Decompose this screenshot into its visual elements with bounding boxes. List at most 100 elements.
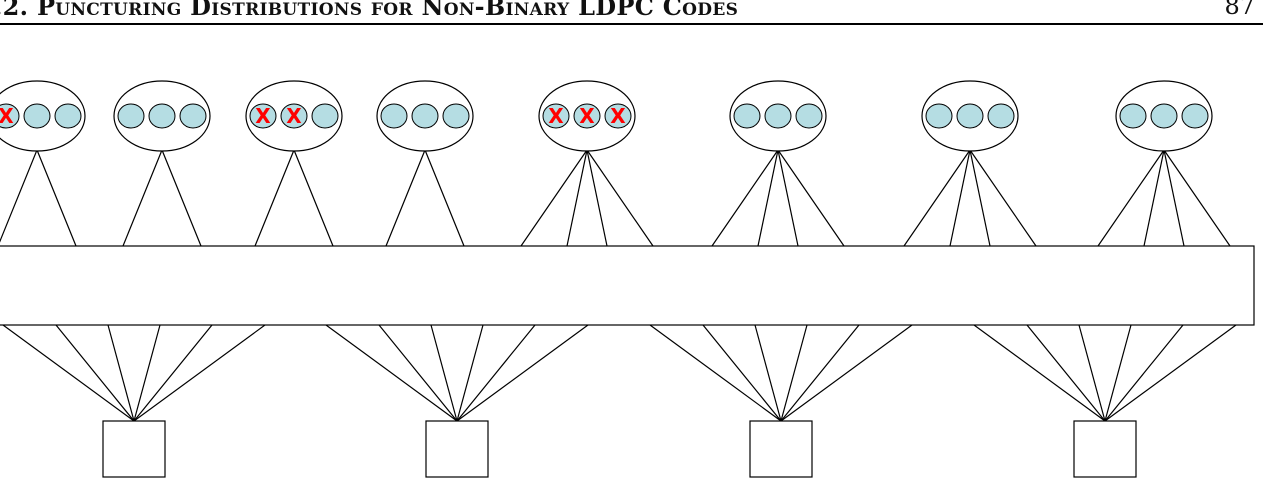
check-edge [780, 324, 860, 422]
check-node [1073, 420, 1137, 478]
symbol-edge [1143, 149, 1165, 247]
check-edge [1104, 324, 1132, 422]
bit-node [411, 103, 439, 129]
check-edge [649, 324, 782, 422]
check-edge [325, 324, 458, 422]
punctured-bit [280, 103, 308, 129]
symbol-edge [711, 149, 779, 247]
symbol-node [729, 80, 827, 152]
check-edge [2, 324, 135, 422]
bit-node [179, 103, 207, 129]
check-edge [780, 324, 913, 422]
check-edge [107, 324, 135, 422]
symbol-edge [586, 149, 654, 247]
bit-node [442, 103, 470, 129]
bit-node [23, 103, 51, 129]
symbol-edge [520, 149, 588, 247]
check-edge [133, 324, 161, 422]
puncture-mark: X [286, 104, 302, 128]
symbol-node [1115, 80, 1213, 152]
bit-node [987, 103, 1015, 129]
symbol-edge [36, 149, 77, 247]
symbol-edge [903, 149, 971, 247]
symbol-edge [1097, 149, 1165, 247]
bit-node [1119, 103, 1147, 129]
symbol-edge [949, 149, 971, 247]
bit-node [1150, 103, 1178, 129]
bit-node [956, 103, 984, 129]
symbol-edge [293, 149, 334, 247]
section-title: .2. Puncturing Distributions for Non-Bin… [0, 0, 739, 21]
symbol-node [376, 80, 474, 152]
punctured-bit [604, 103, 632, 129]
check-node [425, 420, 489, 478]
punctured-bit [0, 103, 20, 129]
check-edge [1104, 324, 1184, 422]
check-edge [1026, 324, 1106, 422]
symbol-edge [757, 149, 779, 247]
puncture-mark: X [579, 104, 595, 128]
punctured-bit [249, 103, 277, 129]
bit-node [795, 103, 823, 129]
bit-node [1181, 103, 1209, 129]
symbol-edge [969, 149, 991, 247]
bit-node [733, 103, 761, 129]
symbol-edge [1163, 149, 1185, 247]
check-edge [133, 324, 266, 422]
bit-node [764, 103, 792, 129]
check-edge [430, 324, 458, 422]
symbol-edges [0, 149, 1231, 247]
interleaver-box [0, 245, 1255, 326]
check-edge [1078, 324, 1106, 422]
punctured-bit [542, 103, 570, 129]
check-nodes [102, 420, 1137, 478]
symbol-edge [385, 149, 426, 247]
symbol-edge [777, 149, 799, 247]
symbol-edge [969, 149, 1037, 247]
symbol-edge [122, 149, 163, 247]
check-edge [456, 324, 589, 422]
symbol-node [921, 80, 1019, 152]
check-edge [780, 324, 808, 422]
check-edge [754, 324, 782, 422]
puncture-mark: X [548, 104, 564, 128]
check-edge [456, 324, 484, 422]
puncture-mark: X [0, 104, 14, 128]
check-edge [133, 324, 213, 422]
symbol-edge [424, 149, 465, 247]
check-edge [1104, 324, 1237, 422]
symbol-edge [254, 149, 295, 247]
header-rule [0, 23, 1263, 25]
check-edge [55, 324, 135, 422]
symbol-node: X [0, 80, 86, 152]
symbol-edge [586, 149, 608, 247]
symbol-edge [0, 149, 38, 243]
bit-node [148, 103, 176, 129]
bit-node [380, 103, 408, 129]
check-edges [2, 324, 1237, 422]
check-edge [973, 324, 1106, 422]
puncture-mark: X [610, 104, 626, 128]
punctured-bit [573, 103, 601, 129]
bit-node [117, 103, 145, 129]
check-node [749, 420, 813, 478]
puncture-mark: X [255, 104, 271, 128]
symbol-edge [161, 149, 202, 247]
symbol-edge [566, 149, 588, 247]
symbol-edge [1163, 149, 1231, 247]
page-number: 87 [1224, 0, 1255, 20]
running-header: .2. Puncturing Distributions for Non-Bin… [0, 0, 1263, 25]
symbol-edge [777, 149, 845, 247]
check-edge [702, 324, 782, 422]
check-edge [378, 324, 458, 422]
bit-node [54, 103, 82, 129]
check-node [102, 420, 166, 478]
bit-node [311, 103, 339, 129]
check-edge [456, 324, 536, 422]
symbol-node [113, 80, 211, 152]
bit-node [925, 103, 953, 129]
